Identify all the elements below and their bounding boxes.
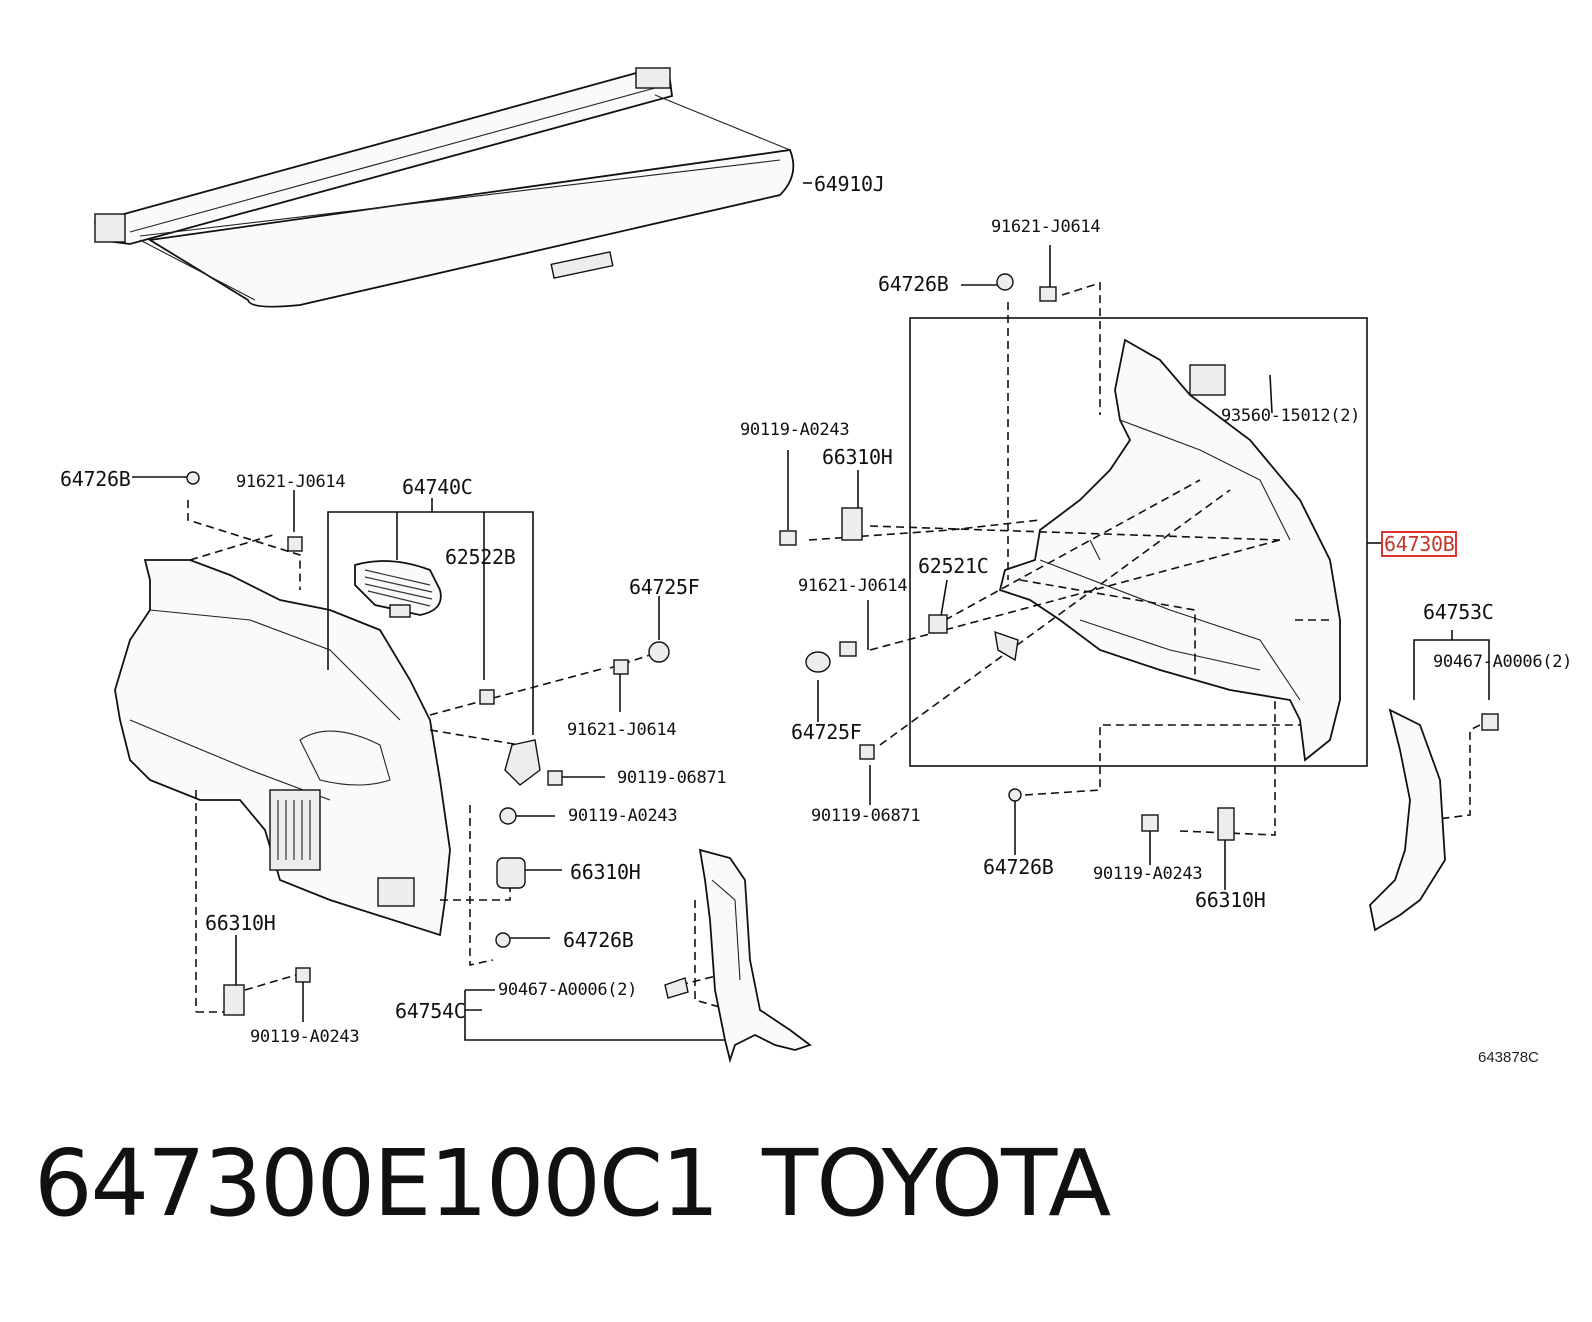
label-clip-l-low: 64726B — [563, 928, 634, 952]
label-bracket-r-mid: 66310H — [822, 445, 893, 469]
left-quarter-panel-drawing — [114, 559, 451, 937]
label-tonneau-cover: 64910J — [814, 172, 885, 196]
left-pillar-drawing — [698, 848, 812, 1064]
label-panel-r-highlighted: 64730B — [1380, 531, 1458, 557]
label-bracket-r-bottom: 66310H — [1195, 888, 1266, 912]
label-pillar-r: 64753C — [1423, 600, 1494, 624]
label-clip-l-top2: 91621-J0614 — [236, 472, 346, 492]
label-fastener-l: 64725F — [629, 575, 700, 599]
label-hook-r: 62521C — [918, 554, 989, 578]
label-clip-top-left-r: 64726B — [878, 272, 949, 296]
label-pushclip-r: 90467-A0006(2) — [1433, 652, 1573, 672]
label-hook-l: 62522B — [445, 545, 516, 569]
catalog-code: 643878C — [1478, 1049, 1539, 1066]
label-panel-l: 64740C — [402, 475, 473, 499]
right-fasteners-drawing — [779, 273, 1235, 841]
label-bolt-r-bottom2: 90119-A0243 — [1093, 864, 1203, 884]
label-bolt-l-bottom: 90119-A0243 — [250, 1027, 360, 1047]
label-clip-r-mid: 91621-J0614 — [798, 576, 908, 596]
label-bracket-l-bottom: 66310H — [205, 911, 276, 935]
right-quarter-panel-drawing — [998, 338, 1341, 762]
right-leader-lines — [787, 245, 1481, 890]
label-bracket-l-mid: 66310H — [570, 860, 641, 884]
label-fastener-r: 64725F — [791, 720, 862, 744]
label-clip-r-bottom: 64726B — [983, 855, 1054, 879]
right-pillar-drawing — [1369, 630, 1499, 932]
label-bolt-r-bottom: 90119-06871 — [811, 806, 921, 826]
label-clip-l-mid: 91621-J0614 — [567, 720, 677, 740]
label-screw-r: 93560-15012(2) — [1221, 406, 1361, 426]
right-panel-box — [909, 317, 1368, 767]
label-bolt-l-mid2: 90119-A0243 — [568, 806, 678, 826]
label-pillar-l: 64754C — [395, 999, 466, 1023]
vent-grille-drawing — [354, 560, 442, 618]
label-bolt-l-mid: 90119-06871 — [617, 768, 727, 788]
label-bolt-r-mid: 90119-A0243 — [740, 420, 850, 440]
tonneau-cover-drawing — [93, 67, 812, 308]
left-fasteners-drawing — [186, 471, 689, 1016]
label-clip-top-right: 91621-J0614 — [991, 217, 1101, 237]
part-number: 647300E100C1 — [34, 1130, 720, 1237]
label-pushclip-l: 90467-A0006(2) — [498, 980, 638, 1000]
brand-name: TOYOTA — [762, 1130, 1111, 1237]
label-clip-l-top: 64726B — [60, 467, 131, 491]
